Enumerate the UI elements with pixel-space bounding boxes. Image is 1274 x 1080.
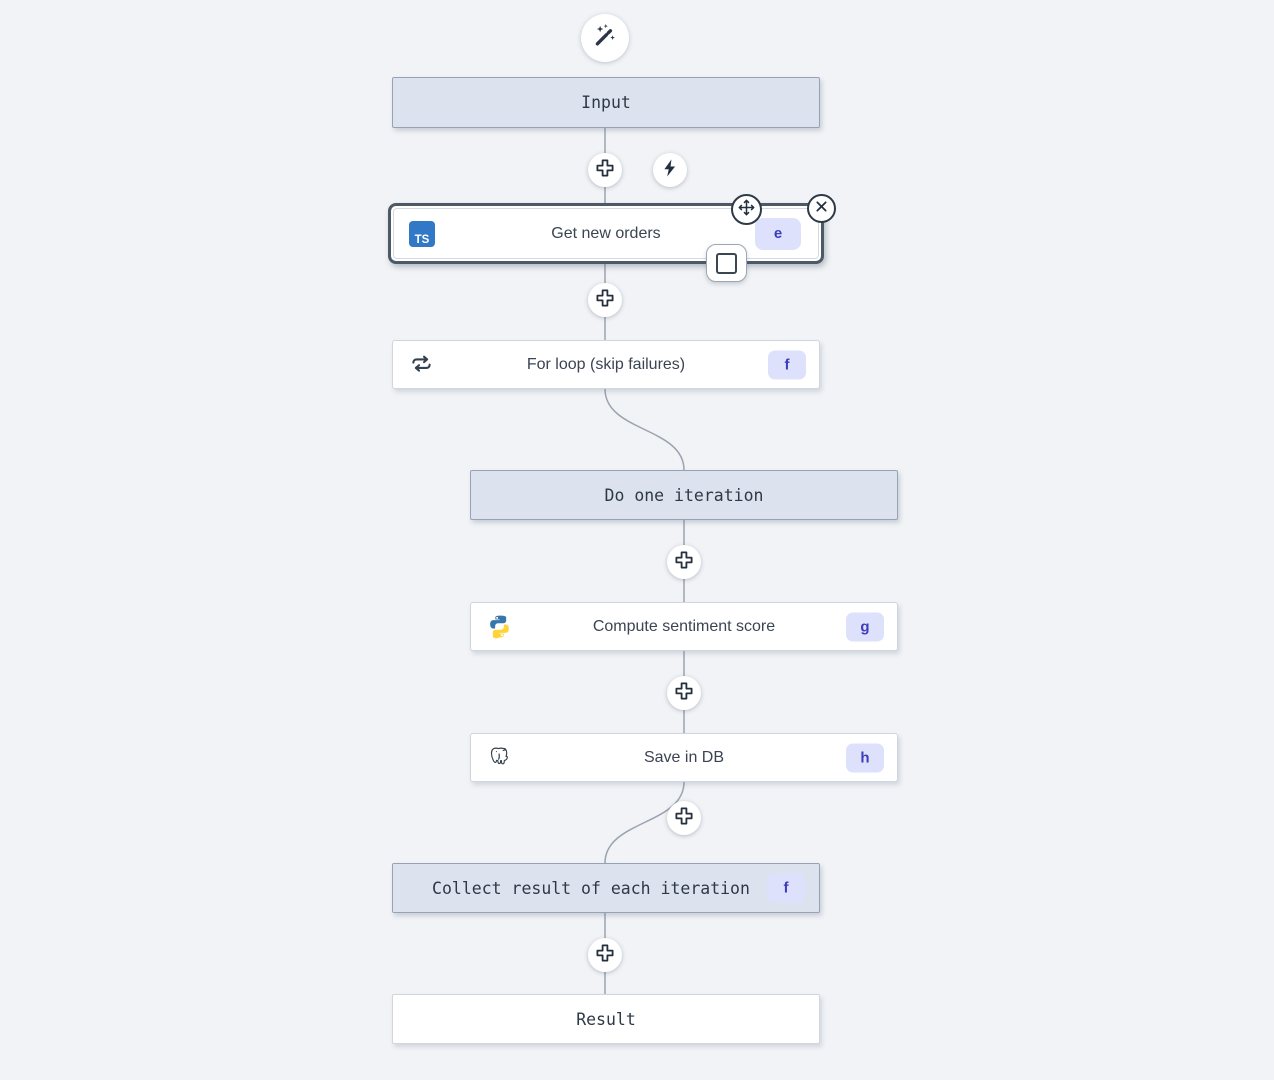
insert-step-button[interactable] bbox=[667, 676, 701, 710]
node-label: For loop (skip failures) bbox=[526, 355, 686, 373]
node-input[interactable]: Input bbox=[392, 77, 820, 128]
typescript-icon: TS bbox=[409, 220, 435, 247]
plus-icon bbox=[673, 805, 695, 832]
insert-step-button[interactable] bbox=[667, 801, 701, 835]
move-icon bbox=[737, 198, 756, 222]
plus-icon bbox=[673, 680, 695, 707]
node-save-in-db[interactable]: Save in DB h bbox=[470, 733, 898, 782]
add-trigger-button[interactable] bbox=[653, 153, 687, 187]
magic-wand-icon bbox=[592, 23, 618, 54]
node-do-one-iteration[interactable]: Do one iteration bbox=[470, 470, 898, 520]
postgresql-icon bbox=[486, 745, 512, 771]
node-label: Get new orders bbox=[551, 224, 661, 242]
node-label: Compute sentiment score bbox=[592, 617, 776, 635]
close-icon bbox=[815, 200, 828, 218]
plus-icon bbox=[673, 549, 695, 576]
delete-step-button[interactable] bbox=[807, 194, 836, 223]
step-id-badge: h bbox=[846, 743, 884, 772]
node-for-loop[interactable]: For loop (skip failures) f bbox=[392, 340, 820, 389]
step-id-badge: f bbox=[767, 873, 805, 903]
checkbox-square-icon bbox=[716, 252, 737, 274]
lightning-icon bbox=[660, 158, 680, 183]
step-id-badge: g bbox=[846, 612, 884, 641]
insert-step-button[interactable] bbox=[588, 153, 622, 187]
loop-icon bbox=[408, 352, 434, 378]
insert-step-button[interactable] bbox=[667, 545, 701, 579]
node-compute-sentiment-score[interactable]: Compute sentiment score g bbox=[470, 602, 898, 651]
plus-icon bbox=[594, 287, 616, 314]
ai-flow-builder-button[interactable] bbox=[581, 14, 629, 62]
node-label: Result bbox=[576, 1009, 636, 1029]
move-step-button[interactable] bbox=[731, 194, 762, 225]
select-step-checkbox[interactable] bbox=[706, 244, 747, 282]
plus-icon bbox=[594, 157, 616, 184]
node-label: Collect result of each iteration bbox=[432, 878, 750, 898]
python-icon bbox=[486, 614, 512, 640]
insert-step-button[interactable] bbox=[588, 938, 622, 972]
step-id-badge: e bbox=[755, 217, 801, 250]
node-label: Input bbox=[581, 93, 631, 112]
node-result[interactable]: Result bbox=[392, 994, 820, 1044]
node-label: Do one iteration bbox=[604, 485, 764, 505]
node-label: Save in DB bbox=[643, 748, 725, 766]
node-collect-result[interactable]: Collect result of each iteration f bbox=[392, 863, 820, 913]
step-id-badge: f bbox=[768, 350, 806, 379]
insert-step-button[interactable] bbox=[588, 283, 622, 317]
plus-icon bbox=[594, 942, 616, 969]
